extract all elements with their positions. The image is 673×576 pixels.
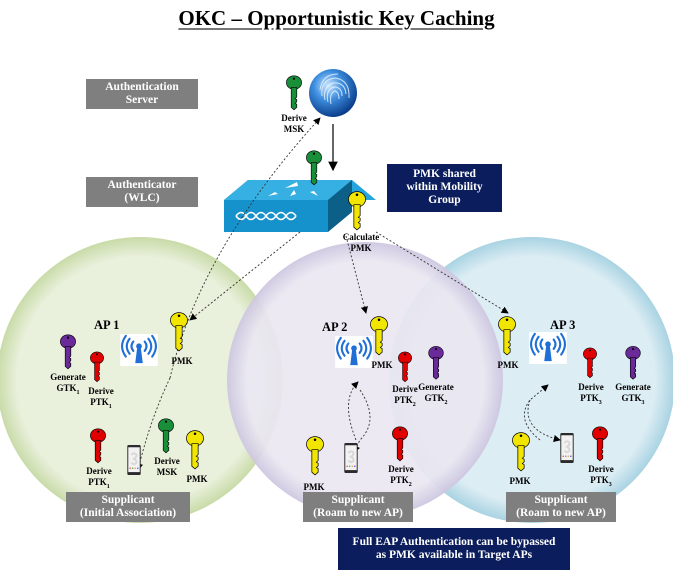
ap3-icon [528,332,568,364]
phone-icon [127,443,141,477]
authenticator-label: Authenticator (WLC) [86,177,198,207]
ap1-zone [0,237,283,523]
ap2-pmk-label: PMK [371,360,393,370]
ap3-pmk-label: PMK [497,360,519,370]
calculate-pmk-label: Calculate PMK [342,232,380,253]
sup2-ptk-label: Derive PTK2 [388,464,414,488]
sup3-ptk-label: Derive PTK3 [588,464,614,488]
ap1-name: AP 1 [94,318,120,332]
ap2-ptk-label: Derive PTK2 [392,384,418,408]
msk-key-icon [286,75,302,111]
sup1-ptk-label: Derive PTK1 [86,466,112,490]
ap1-pmk-label: PMK [171,356,193,366]
sup3-pmk-label: PMK [509,476,531,486]
supplicant-3-label: Supplicant (Roam to new AP) [506,492,616,522]
ap3-name: AP 3 [550,318,576,332]
derive-msk-label: Derive MSK [281,113,307,134]
supplicant-1-label: Supplicant (Initial Association) [66,492,190,522]
sup1-msk-label: Derive MSK [154,456,180,477]
sup1-pmk-label: PMK [186,474,208,484]
pmk-shared-note: PMK shared within Mobility Group [387,164,502,212]
authentication-server-icon [309,69,357,117]
phone-icon [344,441,358,475]
msk-key-icon [306,150,322,186]
wlc-controller-icon [224,180,376,232]
ap3-gtk-label: Generate GTK3 [615,382,651,406]
ap2-name: AP 2 [322,320,348,334]
ap1-icon [120,334,158,366]
ap3-ptk-label: Derive PTK3 [578,382,604,406]
auth-server-label: Authentication Server [86,79,198,109]
phone-icon [560,431,574,465]
ap1-gtk-label: Generate GTK1 [50,372,86,396]
page-title: OKC – Opportunistic Key Caching [178,6,495,30]
sup2-pmk-label: PMK [303,482,325,492]
eap-bypass-note: Full EAP Authentication can be bypassed … [338,528,570,570]
supplicant-2-label: Supplicant (Roam to new AP) [303,492,413,522]
ap2-zone [227,242,503,518]
ap2-gtk-label: Generate GTK2 [418,382,454,406]
ap1-ptk-label: Derive PTK1 [88,386,114,410]
